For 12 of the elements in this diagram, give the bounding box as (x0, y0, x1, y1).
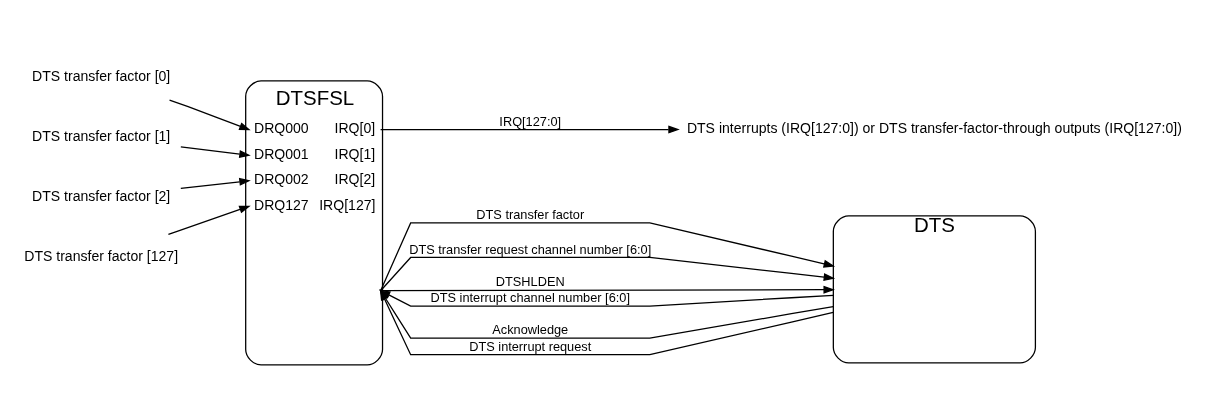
edge-label: DTS transfer factor (476, 207, 585, 223)
node-text: DTS transfer factor [1] (32, 127, 171, 144)
node-text: DTS transfer factor [2] (32, 187, 171, 204)
node-text: DTS interrupts (IRQ[127:0]) or DTS transfer-factor-through outputs (IRQ[127:0]) (686, 120, 1182, 137)
edge-label: IRQ[127:0] (499, 113, 562, 129)
node-text: DTS transfer factor [0] (32, 67, 171, 84)
edge-label: DTS transfer request channel number [6:0] (409, 241, 652, 257)
edge-label: Acknowledge (492, 322, 569, 338)
node-text: DTS transfer factor [127] (24, 248, 179, 265)
edge-label: DTSHLDEN (495, 273, 565, 289)
edge-label: DTS interrupt request (469, 338, 592, 354)
edge-label: DTS interrupt channel number [6:0] (430, 290, 630, 306)
